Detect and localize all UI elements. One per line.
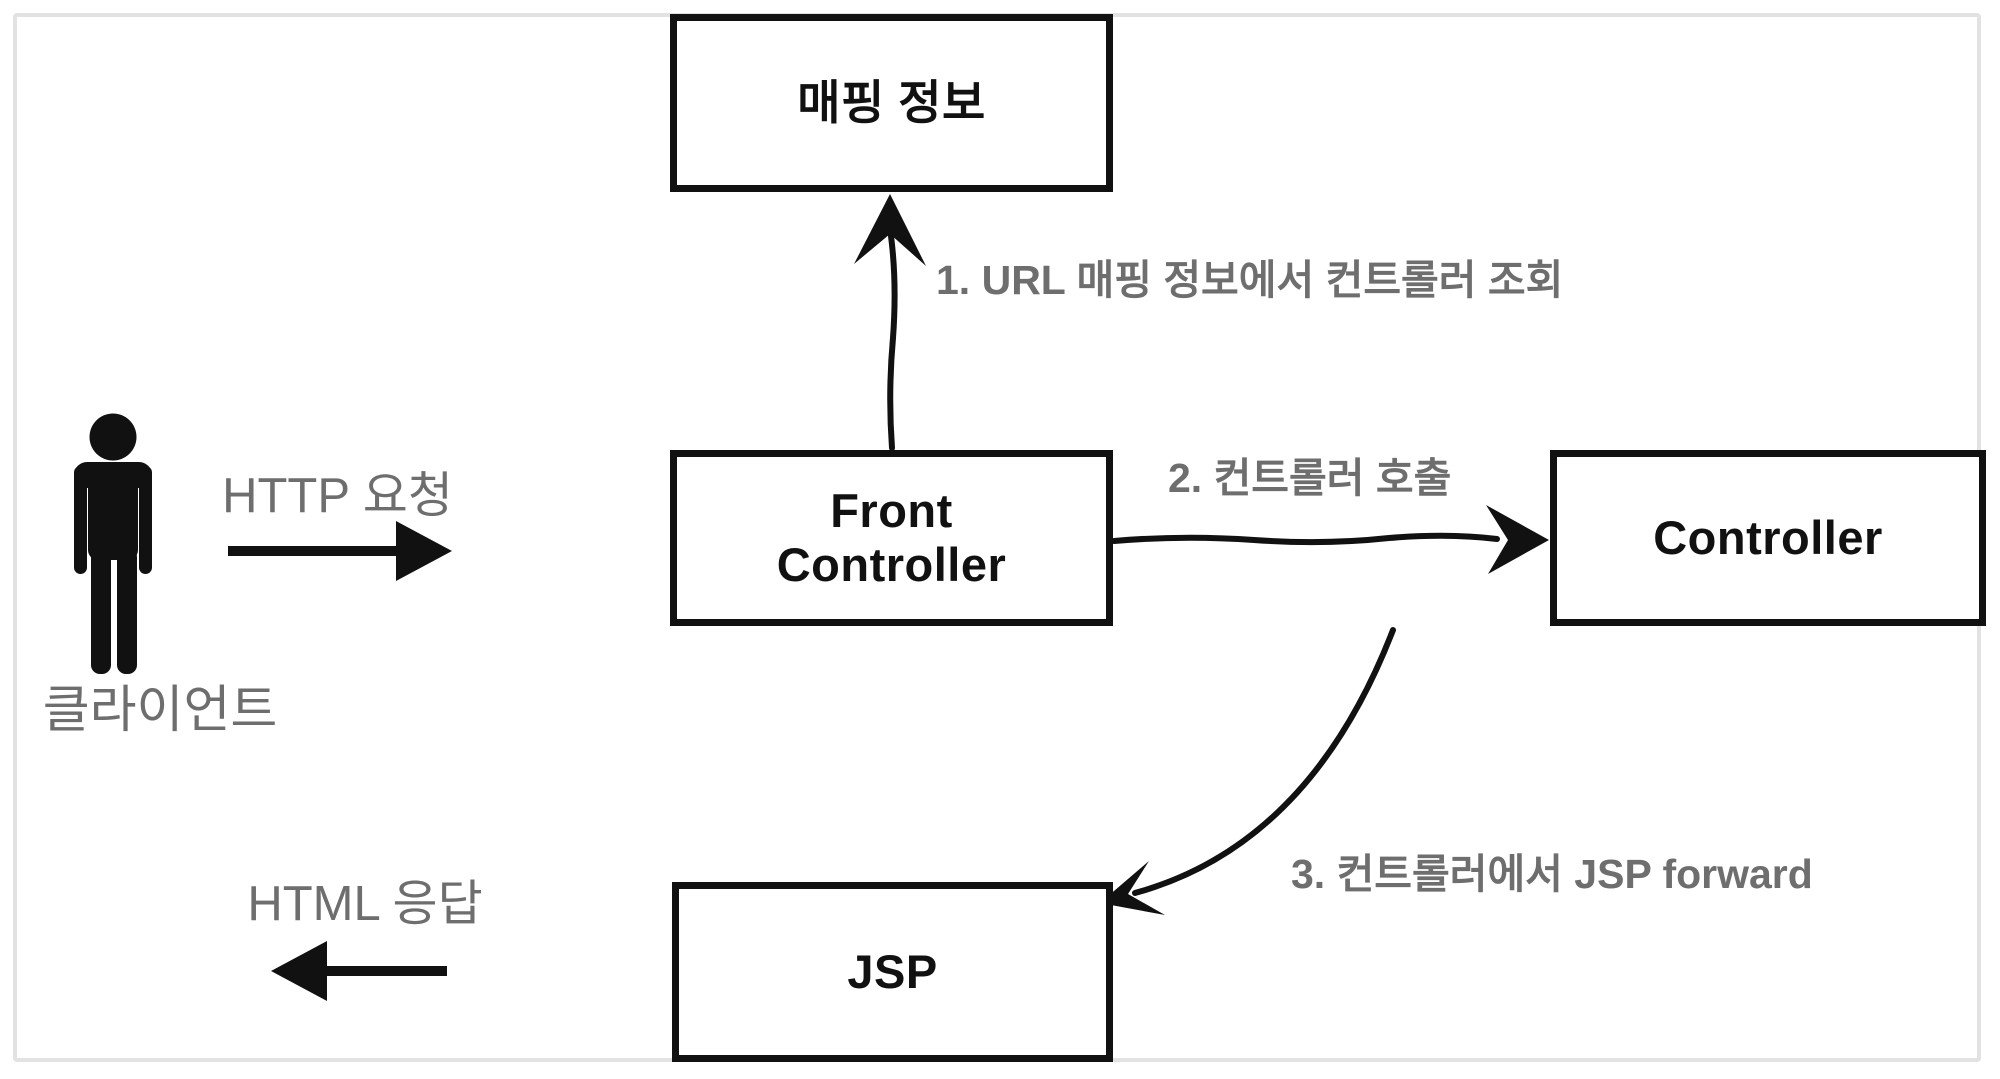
client-label: 클라이언트	[42, 681, 278, 738]
step2-label: 2. 컨트롤러 호출	[1168, 455, 1452, 501]
http-request-arrow	[228, 521, 452, 581]
step1-label: 1. URL 매핑 정보에서 컨트롤러 조회	[936, 257, 1564, 303]
front-controller-label-line2: Controller	[776, 538, 1007, 591]
html-response-arrow	[271, 941, 447, 1001]
http-request-label: HTTP 요청	[222, 469, 453, 523]
controller-label: Controller	[1653, 510, 1883, 564]
client-person-icon	[74, 413, 152, 674]
step1-lookup-arrow	[854, 194, 926, 451]
step3-forward-arrow	[1100, 627, 1396, 915]
front-controller-label-line1: Front	[830, 483, 953, 537]
mapping-info-label: 매핑 정보	[797, 75, 986, 129]
html-response-label: HTML 응답	[247, 877, 483, 931]
jsp-label: JSP	[847, 944, 938, 998]
step3-label: 3. 컨트롤러에서 JSP forward	[1291, 851, 1813, 897]
controller-box: Controller	[1550, 450, 1986, 626]
jsp-box: JSP	[672, 882, 1113, 1062]
step2-call-arrow	[1111, 505, 1549, 574]
mapping-info-box: 매핑 정보	[670, 14, 1113, 192]
front-controller-box: Front Controller	[670, 450, 1113, 626]
